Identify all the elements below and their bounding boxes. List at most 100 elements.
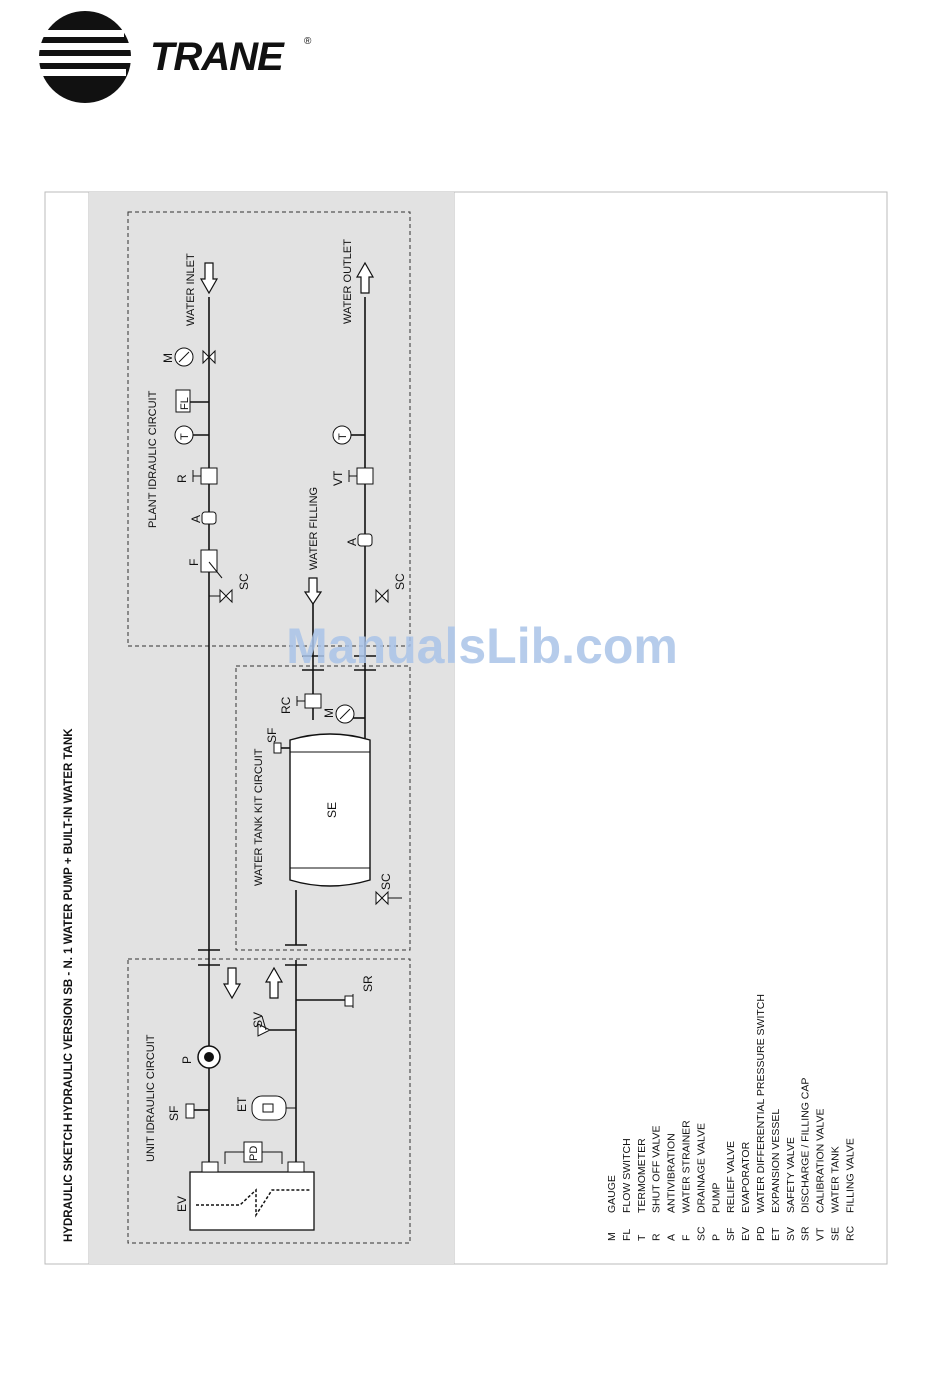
sc-label-plant-inlet: SC [237, 573, 251, 590]
f-label: F [187, 559, 201, 566]
legend-code: FL [621, 1229, 633, 1241]
shut-off-valve [192, 467, 218, 485]
legend-description: DRAINAGE VALVE [695, 1123, 707, 1213]
legend-description: SHUT OFF VALVE [651, 1125, 663, 1213]
water-strainer [200, 549, 223, 579]
unit-circuit-label: UNIT IDRAULIC CIRCUIT [145, 1034, 157, 1162]
ev-label: EV [175, 1196, 189, 1212]
sheet-title: HYDRAULIC SKETCH HYDRAULIC VERSION SB - … [63, 728, 75, 1242]
legend-code: VT [815, 1227, 827, 1241]
pd-label: PD [248, 1146, 260, 1161]
water-outlet-arrow [355, 261, 375, 294]
legend-code: P [710, 1234, 722, 1241]
flow-arrows [199, 261, 375, 1000]
legend-code: SE [830, 1227, 842, 1241]
tank-circuit-box [235, 665, 411, 951]
tank-circuit-label: WATER TANK KIT CIRCUIT [253, 748, 265, 886]
pipes [190, 297, 366, 1165]
brand-registered-mark: ® [304, 36, 312, 47]
legend-description: TERMOMETER [636, 1138, 648, 1213]
thermometer-outlet [332, 425, 352, 445]
pd-switch [224, 1141, 283, 1164]
m-label-tank: M [322, 708, 336, 718]
filling-valve [296, 693, 322, 709]
diagram-panel [89, 192, 454, 1264]
water-outlet-label: WATER OUTLET [342, 239, 354, 324]
water-inlet-arrow [199, 262, 219, 295]
legend-code: A [666, 1234, 678, 1241]
drainage-valve-plant-inlet [209, 588, 233, 604]
legend-description: PUMP [710, 1183, 722, 1213]
legend-code: SR [800, 1226, 812, 1241]
legend-description: WATER STRAINER [681, 1120, 693, 1213]
drainage-valve-plant-outlet [375, 588, 389, 604]
legend-description: WATER TANK [830, 1146, 842, 1213]
a-label-outlet: A [345, 538, 359, 546]
antivibration-inlet [201, 511, 217, 525]
drainage-valve-tank [375, 890, 402, 906]
unit-circuit-box [127, 958, 411, 1244]
se-label: SE [325, 802, 339, 818]
fl-label: FL [179, 397, 191, 410]
legend-code: SF [725, 1228, 737, 1241]
plant-circuit-box [127, 211, 411, 647]
legend-description: EVAPORATOR [740, 1141, 752, 1213]
gauge-inlet [174, 347, 216, 367]
unit-return-arrow [264, 966, 284, 999]
legend-description: ANTIVIBRATION [666, 1133, 678, 1213]
legend-description: RELIEF VALVE [725, 1141, 737, 1213]
safety-valve [257, 1015, 272, 1037]
trane-logo: TRANE ® [38, 11, 312, 103]
flow-switch [175, 389, 191, 413]
trane-logo-mark [38, 11, 134, 103]
legend-description: WATER DIFFERENTIAL PRESSURE SWITCH [755, 994, 767, 1213]
discharge-cap [344, 994, 354, 1008]
thermometer-inlet [174, 425, 194, 445]
legend-code: PD [755, 1226, 767, 1241]
legend-description: DISCHARGE / FILLING CAP [800, 1078, 812, 1213]
et-label: ET [235, 1096, 249, 1112]
legend-description: FILLING VALVE [844, 1138, 856, 1213]
rc-label: RC [279, 696, 293, 714]
gauge-tank [335, 704, 355, 724]
legend-code: M [606, 1232, 618, 1241]
legend-description: CALIBRATION VALVE [815, 1109, 827, 1213]
sf-label-tank: SF [265, 728, 279, 743]
brand-name: TRANE [150, 35, 285, 79]
plant-circuit-label: PLANT IDRAULIC CIRCUIT [147, 390, 159, 528]
sv-label: SV [251, 1012, 265, 1028]
sf-label-unit: SF [167, 1106, 181, 1121]
p-label: P [180, 1056, 194, 1064]
legend-code: R [651, 1233, 663, 1241]
calibration-valve [348, 467, 374, 485]
antivibration-outlet [357, 533, 373, 547]
pipe-connection-marks [198, 655, 376, 966]
legend-code: SC [695, 1226, 707, 1241]
water-inlet-label: WATER INLET [185, 253, 197, 326]
unit-supply-arrow [222, 967, 242, 1000]
legend-code: ET [770, 1227, 782, 1241]
evaporator [189, 1161, 315, 1231]
a-label-inlet: A [189, 515, 203, 523]
legend-code: EV [740, 1227, 752, 1241]
relief-valve-tank [273, 742, 282, 754]
r-label: R [175, 474, 189, 483]
legend-description: EXPANSION VESSEL [770, 1109, 782, 1213]
m-label-inlet: M [161, 353, 175, 363]
expansion-vessel [251, 1095, 296, 1121]
relief-valve-unit [185, 1103, 195, 1119]
water-filling-arrow [303, 577, 323, 606]
sc-label-tank: SC [379, 873, 393, 890]
legend-code: T [636, 1234, 648, 1241]
water-tank [289, 733, 371, 887]
watermark: ManualsLib.com [286, 618, 678, 674]
legend-code: RC [844, 1225, 856, 1241]
water-filling-label: WATER FILLING [308, 487, 320, 570]
pump [197, 1045, 221, 1069]
t-label-inlet: T [179, 433, 191, 440]
legend-code: F [681, 1235, 693, 1241]
t-label-outlet: T [337, 433, 349, 440]
sheet-border [44, 191, 888, 1265]
